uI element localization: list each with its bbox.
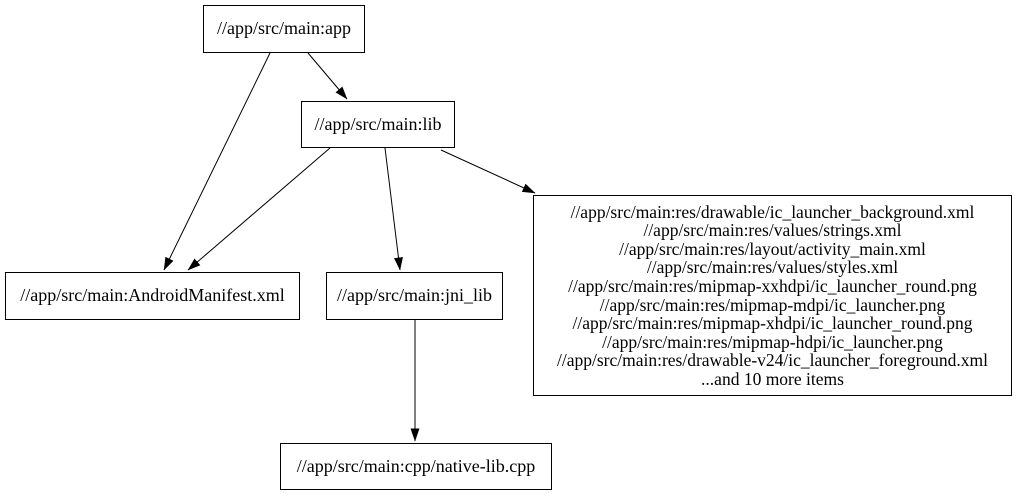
resource-item: //app/src/main:res/mipmap-xhdpi/ic_launc… — [572, 313, 973, 334]
resource-item: //app/src/main:res/layout/activity_main.… — [619, 238, 926, 259]
resource-item: //app/src/main:res/mipmap-xxhdpi/ic_laun… — [568, 275, 977, 296]
node-app-label: //app/src/main:app — [217, 18, 351, 39]
resource-item: //app/src/main:res/drawable-v24/ic_launc… — [556, 350, 989, 371]
edge-lib-to-jni-lib — [384, 147, 403, 271]
resource-item: //app/src/main:res/values/strings.xml — [643, 220, 902, 241]
node-native-lib-cpp-label: //app/src/main:cpp/native-lib.cpp — [296, 455, 536, 476]
node-android-manifest-label: //app/src/main:AndroidManifest.xml — [20, 285, 285, 306]
node-android-manifest: //app/src/main:AndroidManifest.xml — [5, 272, 300, 320]
node-native-lib-cpp: //app/src/main:cpp/native-lib.cpp — [280, 443, 552, 490]
edge-app-to-lib — [307, 52, 348, 100]
resource-more-items: ...and 10 more items — [701, 368, 844, 389]
node-lib-label: //app/src/main:lib — [314, 113, 442, 134]
node-resources-list: //app/src/main:res/drawable/ic_launcher_… — [533, 195, 1012, 396]
edge-lib-to-manifest — [187, 147, 331, 271]
node-lib: //app/src/main:lib — [301, 101, 455, 148]
resource-item: //app/src/main:res/values/styles.xml — [646, 257, 899, 278]
edge-lib-to-resources — [440, 149, 536, 194]
edge-app-to-manifest — [163, 52, 271, 271]
node-app: //app/src/main:app — [203, 5, 365, 53]
resource-item: //app/src/main:res/mipmap-mdpi/ic_launch… — [599, 294, 946, 315]
node-jni-lib-label: //app/src/main:jni_lib — [337, 285, 492, 306]
node-jni-lib: //app/src/main:jni_lib — [326, 272, 503, 320]
resource-item: //app/src/main:res/mipmap-hdpi/ic_launch… — [602, 331, 943, 352]
resource-item: //app/src/main:res/drawable/ic_launcher_… — [570, 201, 975, 222]
